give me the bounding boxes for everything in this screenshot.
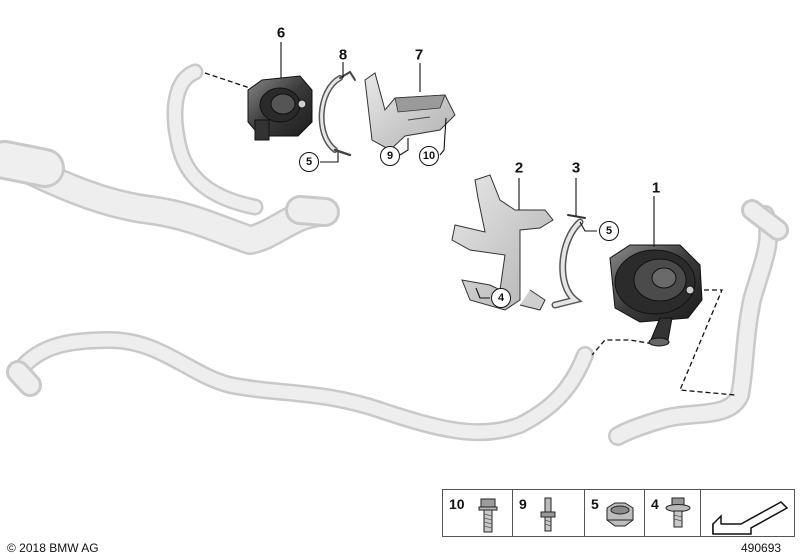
bracket-2 — [451, 174, 554, 311]
hex-bolt-washer-icon — [665, 497, 691, 528]
hose-lower-long — [6, 331, 594, 442]
stud-bolt-icon — [540, 497, 556, 532]
hose-upper-left — [0, 140, 340, 255]
diagram-id: 490693 — [741, 541, 782, 555]
ref-circle-5-right: 5 — [599, 221, 619, 241]
ref-circle-9: 9 — [380, 146, 400, 166]
callout-2: 2 — [514, 159, 524, 177]
callout-1: 1 — [651, 179, 661, 197]
legend-cell-10: 10 — [443, 490, 513, 536]
legend-label-9: 9 — [519, 496, 527, 512]
legend-cell-arrow — [701, 490, 794, 536]
legend-label-10: 10 — [449, 496, 465, 512]
ref-circle-5-upper: 5 — [299, 152, 319, 172]
callout-3: 3 — [571, 159, 581, 177]
hardware-legend: 10 9 5 4 — [442, 489, 795, 537]
clamp-3 — [551, 214, 586, 309]
direction-arrow-icon — [712, 501, 789, 535]
hex-bolt-long-icon — [478, 498, 498, 533]
leader-lines — [280, 42, 655, 299]
callout-6: 6 — [276, 24, 286, 42]
legend-cell-5: 5 — [585, 490, 645, 536]
legend-label-5: 5 — [591, 496, 599, 512]
legend-label-4: 4 — [651, 496, 659, 512]
legend-cell-9: 9 — [513, 490, 585, 536]
hex-flange-nut-icon — [606, 502, 634, 527]
ref-circle-10: 10 — [419, 146, 439, 166]
legend-cell-4: 4 — [645, 490, 701, 536]
copyright-text: © 2018 BMW AG — [7, 541, 99, 555]
ref-circle-4: 4 — [491, 288, 511, 308]
callout-7: 7 — [414, 46, 424, 64]
pump-6 — [247, 75, 313, 141]
bracket-7 — [364, 72, 456, 151]
bracket-8 — [318, 70, 356, 157]
hose-pump6 — [166, 63, 264, 216]
connection-lines — [204, 72, 736, 396]
callout-8: 8 — [338, 46, 348, 64]
pump-1 — [609, 244, 703, 347]
hose-right — [608, 199, 789, 446]
